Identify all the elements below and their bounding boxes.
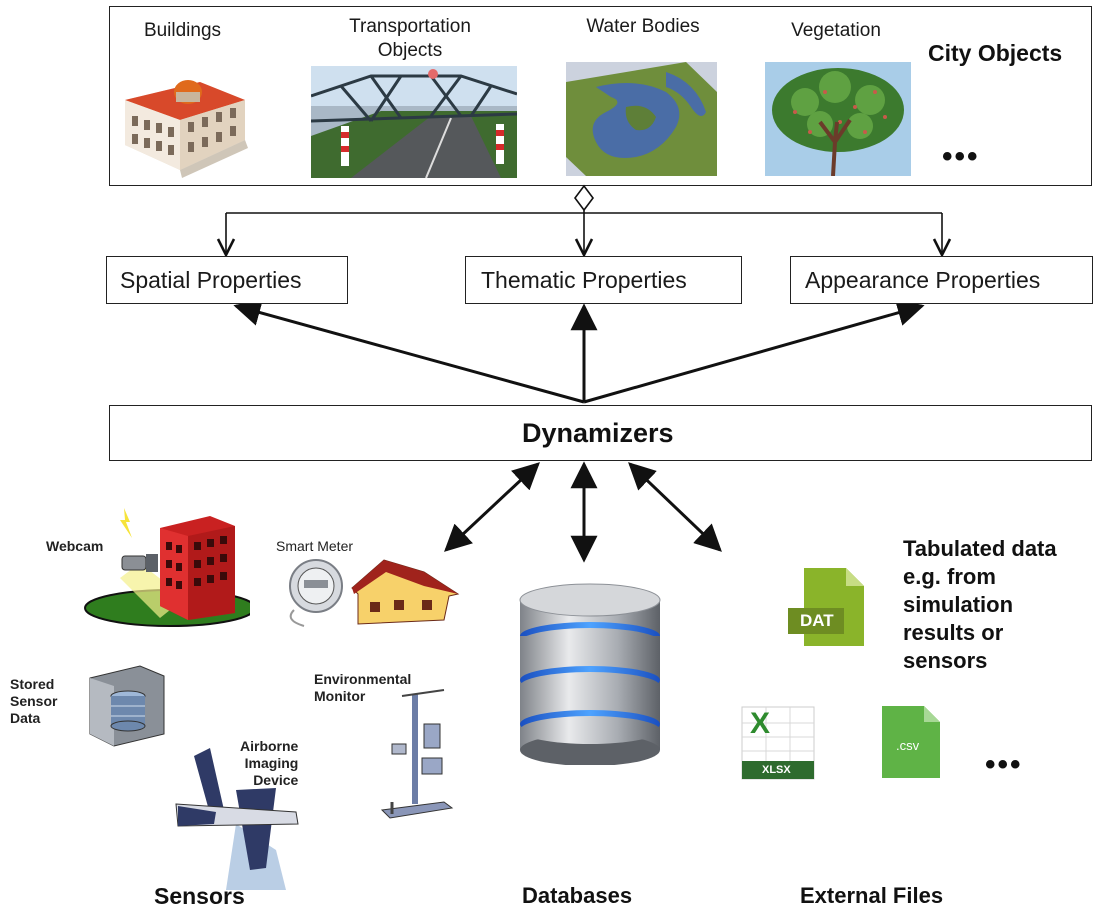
sensors-category-label: Sensors bbox=[154, 883, 245, 909]
databases-category-label: Databases bbox=[522, 883, 633, 908]
city-object-label-buildings: Buildings bbox=[143, 20, 222, 41]
city-object-label-water-bodies: Water Bodies bbox=[586, 16, 700, 37]
webcam-label: Webcam bbox=[46, 538, 104, 554]
external-files-category-label: External Files bbox=[800, 883, 944, 908]
dyn-arrow-sensors bbox=[444, 462, 540, 552]
csv-file-label: .csv bbox=[896, 738, 920, 753]
water-bodies-image bbox=[566, 62, 717, 176]
thematic-properties-label: Thematic Properties bbox=[481, 267, 687, 293]
csv-file-icon bbox=[882, 706, 940, 778]
webcam-building-image bbox=[84, 508, 250, 627]
airborne-imaging-device-image bbox=[175, 748, 299, 890]
dynamizers-box bbox=[109, 405, 1092, 461]
dyn-arrow-spatial bbox=[233, 299, 585, 404]
xlsx-file-icon: X bbox=[741, 706, 815, 780]
database-icon bbox=[519, 583, 661, 765]
city-objects-title: City Objects bbox=[928, 40, 1063, 66]
xlsx-file-label: XLSX bbox=[762, 764, 791, 776]
thematic-properties-box bbox=[465, 256, 742, 304]
environmental-monitor-label: Environmental Monitor bbox=[314, 671, 412, 704]
vegetation-image bbox=[765, 62, 911, 176]
environmental-monitor-image bbox=[380, 689, 454, 819]
airborne-imaging-device-label: Airborne Imaging Device bbox=[240, 738, 299, 788]
dynamizers-label: Dynamizers bbox=[522, 418, 674, 448]
transportation-image bbox=[311, 66, 517, 178]
dat-file-label: DAT bbox=[800, 611, 834, 630]
smart-meter-image bbox=[289, 559, 460, 627]
external-files-description: Tabulated data e.g. from simulation resu… bbox=[903, 536, 1057, 673]
city-objects-more: ••• bbox=[942, 140, 980, 173]
appearance-properties-label: Appearance Properties bbox=[805, 267, 1041, 293]
smart-meter-label: Smart Meter bbox=[276, 538, 354, 554]
dat-file-icon bbox=[788, 568, 864, 646]
external-files-more: ••• bbox=[985, 748, 1023, 781]
stored-sensor-data-label: Stored Sensor Data bbox=[10, 676, 58, 726]
dyn-arrow-appearance bbox=[583, 299, 925, 404]
aggregation-diamond bbox=[574, 184, 594, 212]
city-object-label-vegetation: Vegetation bbox=[791, 20, 881, 41]
buildings-image bbox=[120, 60, 250, 178]
svg-text:X: X bbox=[750, 707, 770, 740]
city-object-label-transportation: Transportation Objects bbox=[349, 16, 471, 61]
dyn-arrow-files bbox=[628, 462, 722, 552]
spatial-properties-box bbox=[106, 256, 348, 304]
spatial-properties-label: Spatial Properties bbox=[120, 267, 302, 293]
appearance-properties-box bbox=[790, 256, 1093, 304]
stored-sensor-data-image bbox=[89, 665, 165, 747]
